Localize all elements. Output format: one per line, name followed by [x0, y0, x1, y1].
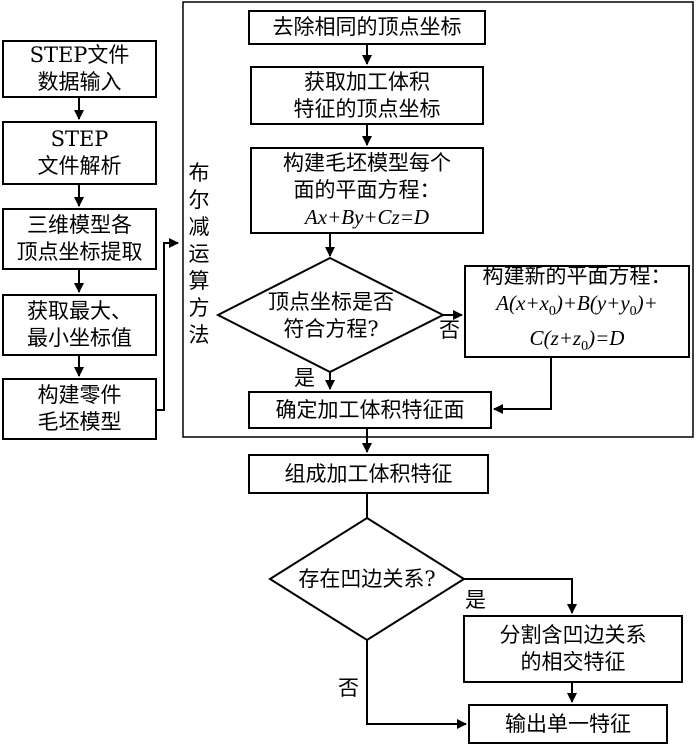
split-line1: 分割含凹边关系: [499, 623, 647, 647]
min-max-line1: 获取最大、: [27, 299, 132, 323]
yes-label-concave: 是: [465, 588, 486, 612]
new-eq-line2: A(x+x0)+B(y+y0)+: [496, 290, 658, 319]
decision-concave-text: 存在凹边关系?: [282, 566, 452, 593]
compose-feature-box: 组成加工体积特征: [248, 454, 489, 494]
vertex-extraction-line2: 顶点坐标提取: [16, 240, 143, 264]
step-file-parse-line1: STEP: [50, 127, 109, 151]
step-file-parse-box: STEP 文件解析: [2, 121, 157, 185]
step-file-parse-line2: 文件解析: [37, 154, 122, 178]
plane-eq-line2: 面的平面方程：: [293, 178, 441, 202]
compose-text: 组成加工体积特征: [284, 461, 453, 486]
remove-duplicate-vertices-box: 去除相同的顶点坐标: [248, 10, 486, 45]
decision-vertex-line2: 符合方程?: [283, 317, 379, 341]
plane-equation-box: 构建毛坯模型每个 面的平面方程： Ax+By+Cz=D: [250, 147, 484, 234]
yes-label-vertex: 是: [294, 366, 315, 390]
min-max-line2: 最小坐标值: [27, 326, 132, 350]
no-label-vertex: 否: [439, 318, 460, 342]
build-blank-model-box: 构建零件 毛坯模型: [2, 378, 157, 440]
no-label-concave: 否: [338, 676, 359, 700]
decision-vertex-line1: 顶点坐标是否: [268, 290, 394, 314]
step-file-input-line2: 数据输入: [37, 70, 122, 94]
boolean-subtraction-frame: [182, 1, 694, 438]
remove-duplicates-text: 去除相同的顶点坐标: [272, 15, 462, 39]
decision-concave-line: 存在凹边关系?: [298, 567, 436, 591]
split-intersecting-box: 分割含凹边关系 的相交特征: [463, 615, 683, 683]
get-feature-vertices-box: 获取加工体积 特征的顶点坐标: [250, 66, 484, 125]
step-file-input-box: STEP文件 数据输入: [2, 40, 157, 98]
new-eq-line1: 构建新的平面方程：: [482, 263, 672, 288]
output-single-feature-box: 输出单一特征: [468, 704, 668, 744]
determine-faces-text: 确定加工体积特征面: [275, 397, 465, 422]
determine-feature-faces-box: 确定加工体积特征面: [248, 391, 492, 429]
plane-eq-line1: 构建毛坯模型每个: [283, 151, 451, 175]
vertex-extraction-box: 三维模型各 顶点坐标提取: [2, 208, 157, 270]
plane-eq-formula: Ax+By+Cz=D: [304, 205, 430, 229]
build-blank-line2: 毛坯模型: [37, 410, 122, 434]
get-vertices-line2: 特征的顶点坐标: [293, 96, 441, 121]
boolean-method-label: 布尔减运算方法: [188, 161, 210, 347]
min-max-coordinates-box: 获取最大、 最小坐标值: [2, 294, 157, 356]
new-plane-equation-box: 构建新的平面方程： A(x+x0)+B(y+y0)+ C(z+z0)=D: [464, 263, 690, 358]
get-vertices-line1: 获取加工体积: [304, 69, 430, 94]
decision-vertex-text: 顶点坐标是否 符合方程?: [248, 289, 414, 343]
output-text: 输出单一特征: [505, 711, 631, 736]
step-file-input-line1: STEP文件: [29, 43, 130, 67]
build-blank-line1: 构建零件: [37, 383, 122, 407]
split-line2: 的相交特征: [520, 650, 626, 674]
vertex-extraction-line1: 三维模型各: [27, 213, 132, 237]
new-eq-line3: C(z+z0)=D: [529, 326, 625, 355]
